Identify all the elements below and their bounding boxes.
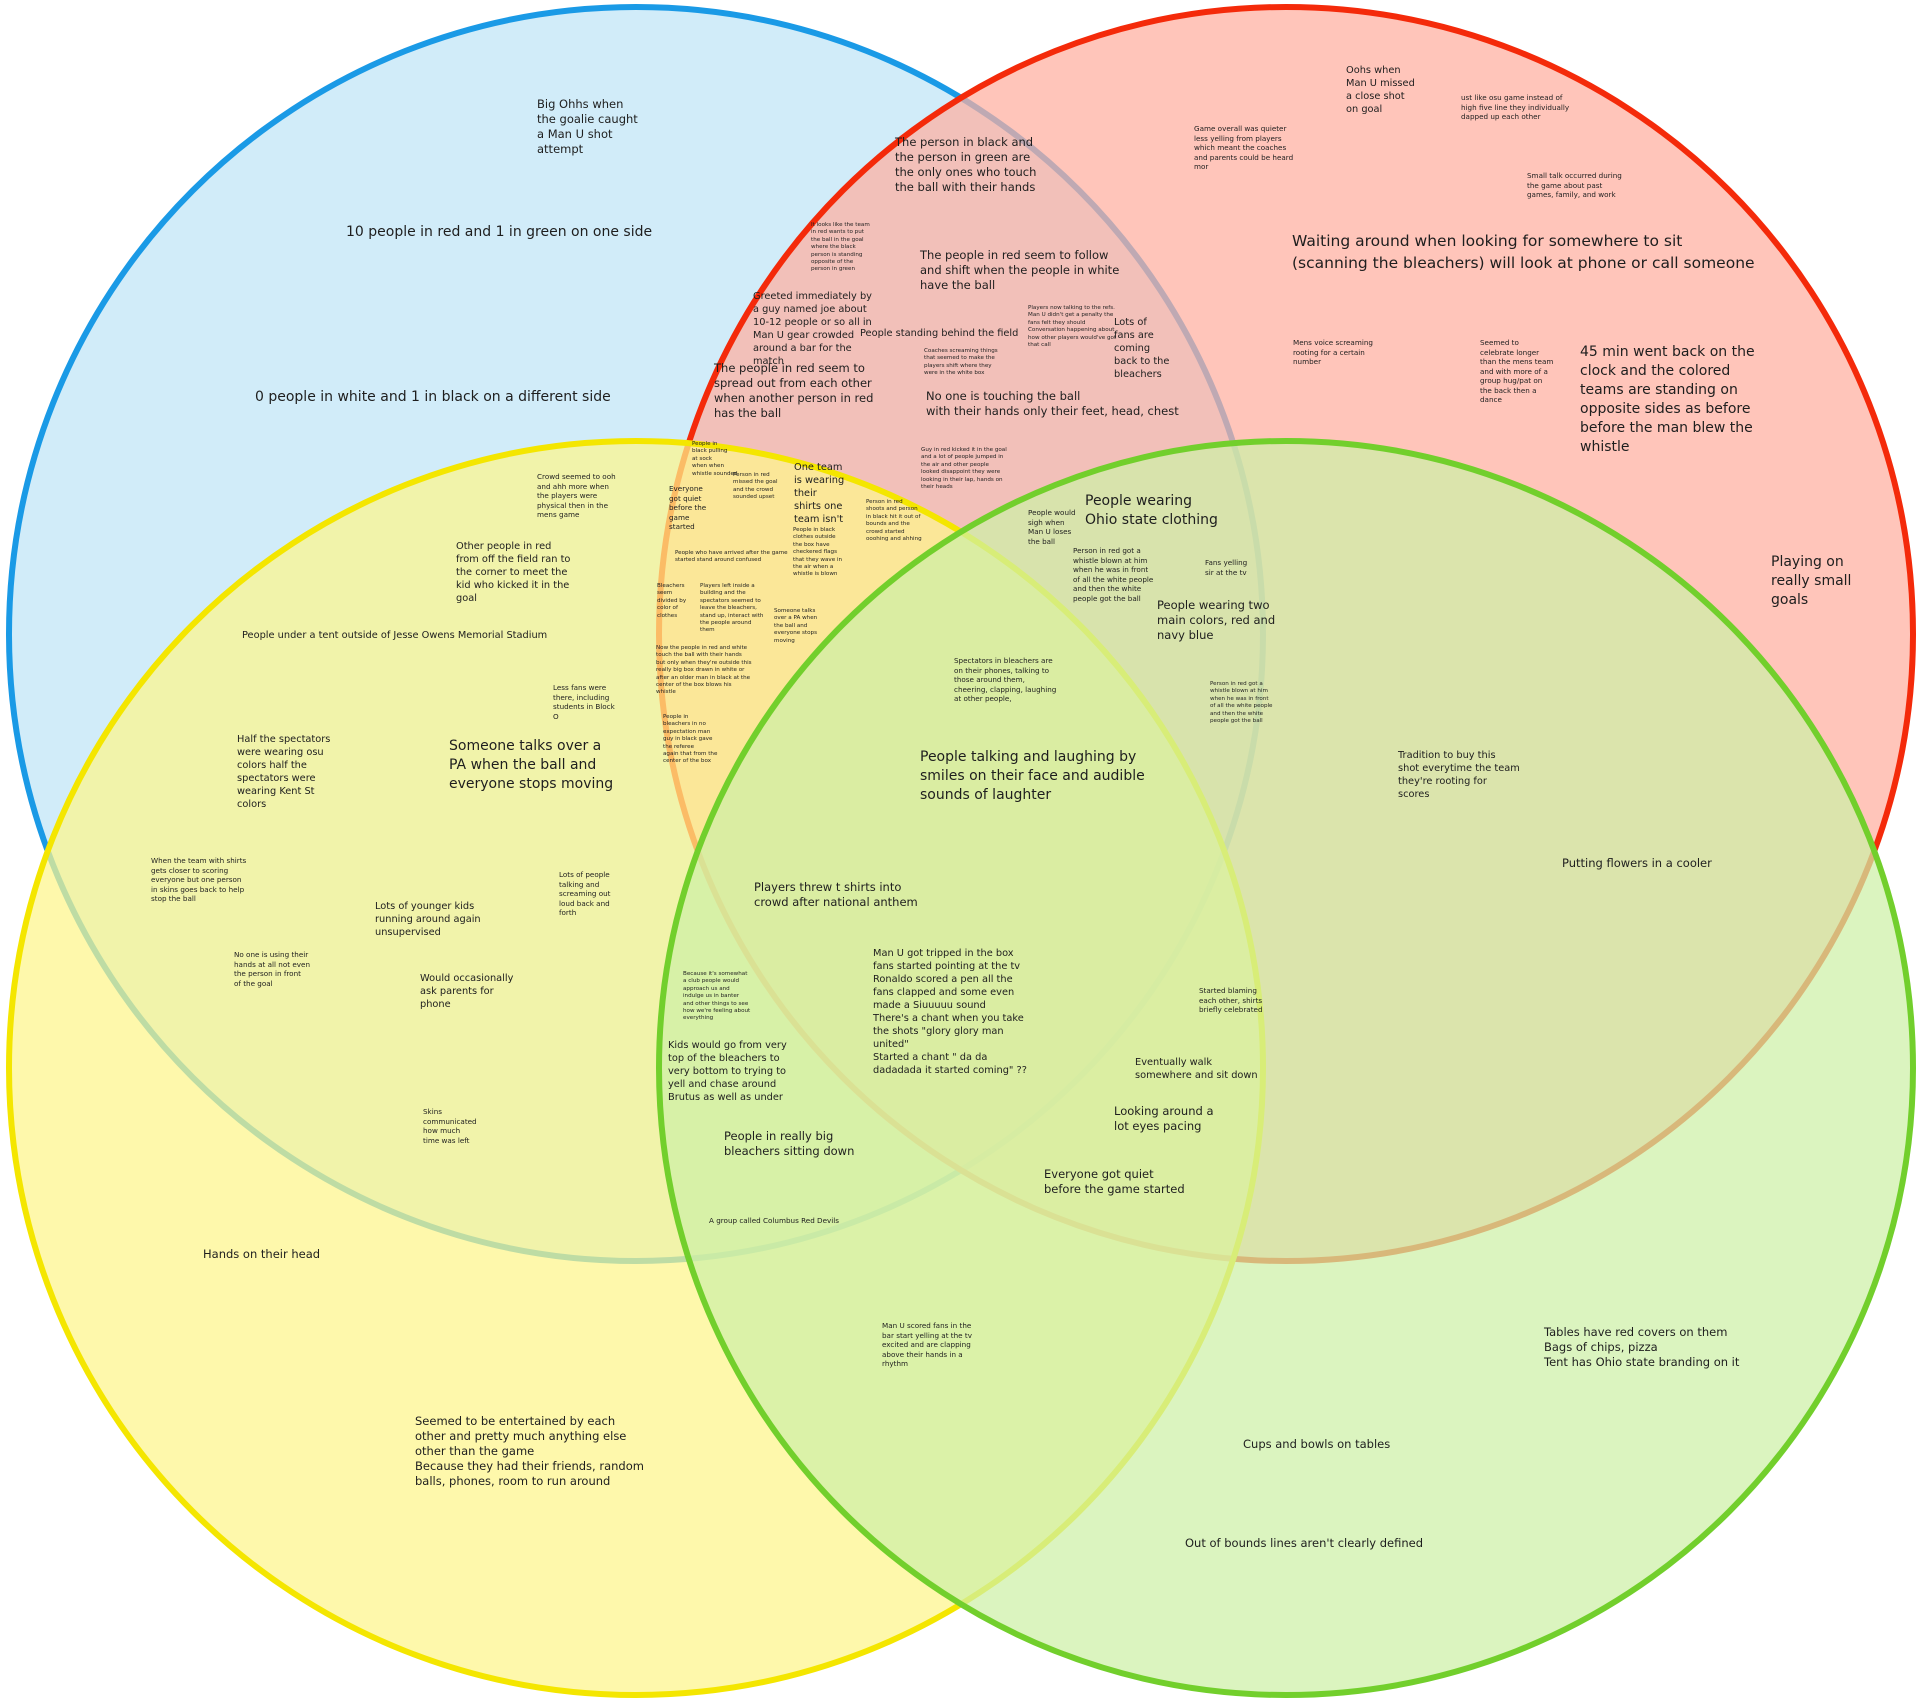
note-coaches-screaming: Coaches screaming things that seemed to …: [924, 348, 998, 377]
note-everyone-quiet-small: Everyone got quiet before the game start…: [669, 484, 707, 531]
note-ask-parents-phone: Would occasionally ask parents for phone: [420, 973, 514, 1010]
note-talking-laughing: People talking and laughing by smiles on…: [920, 749, 1145, 803]
note-players-left-building: Players left inside a building and the s…: [700, 583, 764, 634]
note-team-with-shirts: When the team with shirts gets closer to…: [151, 856, 247, 903]
note-less-fans: Less fans were there, including students…: [553, 683, 615, 721]
note-team-red-goal: It looks like the team in red wants to p…: [811, 222, 870, 273]
note-no-hands-feet-head: No one is touching the ball with their h…: [926, 389, 1179, 418]
note-checkered-flags: People in black clothes outside the box …: [793, 527, 843, 578]
note-pa-small: Someone talks over a PA when the ball an…: [774, 608, 818, 644]
note-lots-of-people-talking: Lots of people talking and screaming out…: [559, 870, 611, 917]
note-columbus-red-devils: A group called Columbus Red Devils: [709, 1216, 839, 1225]
note-big-ohhs: Big Ohhs when the goalie caught a Man U …: [537, 97, 638, 156]
note-players-refs: Players now talking to the refs. Man U d…: [1028, 305, 1117, 349]
note-flowers-cooler: Putting flowers in a cooler: [1562, 856, 1712, 870]
note-red-covers-tables: Tables have red covers on them Bags of c…: [1544, 1325, 1740, 1369]
note-arrived-confused: People who have arrived after the game s…: [675, 550, 788, 564]
note-pa-ball-stops: Someone talks over a PA when the ball an…: [449, 738, 614, 792]
note-whistle-blown-white: Person in red got a whistle blown at him…: [1073, 546, 1154, 603]
note-black-pulling-sock: People in black pulling at sock when whe…: [692, 441, 738, 477]
note-small-talk: Small talk occurred during the game abou…: [1527, 171, 1622, 199]
note-team-shirts: One team is wearing their shirts one tea…: [794, 462, 845, 525]
note-crowd-ooh-ahh: Crowd seemed to ooh and ahh more when th…: [537, 472, 616, 519]
note-10-people-red: 10 people in red and 1 in green on one s…: [346, 224, 653, 240]
note-fans-yelling-sir: Fans yelling sir at the tv: [1205, 558, 1248, 577]
note-standing-behind-field: People standing behind the field: [860, 328, 1019, 339]
note-other-people-red: Other people in red from off the field r…: [456, 541, 571, 604]
note-celebrate-longer: Seemed to celebrate longer than the mens…: [1480, 338, 1554, 404]
note-black-green-hands: The person in black and the person in gr…: [895, 135, 1037, 194]
note-red-missed-goal: Person in red missed the goal and the cr…: [733, 472, 778, 501]
note-red-white-hands-box: Now the people in red and white touch th…: [656, 645, 752, 696]
note-mens-voice: Mens voice screaming rooting for a certa…: [1293, 338, 1373, 366]
note-0-people-white: 0 people in white and 1 in black on a di…: [255, 389, 611, 405]
note-waiting-around: Waiting around when looking for somewher…: [1292, 232, 1755, 272]
note-walk-sit-down: Eventually walk somewhere and sit down: [1135, 1057, 1258, 1081]
note-no-hands-goal: No one is using their hands at all not e…: [234, 950, 311, 988]
note-red-follow-white: The people in red seem to follow and shi…: [920, 248, 1120, 292]
note-cups-bowls: Cups and bowls on tables: [1243, 1437, 1391, 1451]
note-small-goals: Playing on really small goals: [1771, 554, 1852, 608]
note-osu-dapped-up: ust like osu game instead of high five l…: [1461, 93, 1570, 121]
note-bleachers-divided: Bleachers seem divided by color of cloth…: [657, 583, 687, 619]
note-tent-jesse-owens: People under a tent outside of Jesse Owe…: [242, 630, 548, 641]
note-red-spread-out: The people in red seem to spread out fro…: [714, 361, 874, 420]
note-entertained: Seemed to be entertained by each other a…: [415, 1414, 644, 1488]
note-red-shoots: Person in red shoots and person in black…: [866, 499, 922, 543]
note-man-u-scored: Man U scored fans in the bar start yelli…: [882, 1321, 972, 1368]
note-game-quieter: Game overall was quieter less yelling fr…: [1194, 124, 1294, 171]
note-big-bleachers-sitting: People in really big bleachers sitting d…: [724, 1129, 855, 1158]
note-half-spectators: Half the spectators were wearing osu col…: [237, 734, 331, 810]
note-greeted-joe: Greeted immediately by a guy named joe a…: [753, 291, 872, 367]
note-whistle-blown-small: Person in red got a whistle blown at him…: [1210, 681, 1273, 725]
note-t-shirts-crowd: Players threw t shirts into crowd after …: [754, 880, 918, 909]
note-oohs-man-u-missed: Oohs when Man U missed a close shot on g…: [1346, 65, 1415, 115]
note-spectators-phones: Spectators in bleachers are on their pho…: [954, 656, 1057, 703]
note-man-u-tripped: Man U got tripped in the box fans starte…: [873, 948, 1027, 1076]
note-bleachers-expectation: People in bleachers in no expectation ma…: [663, 714, 718, 765]
note-younger-kids: Lots of younger kids running around agai…: [375, 901, 481, 938]
green-circle: [656, 438, 1916, 1698]
note-sigh-man-u: People would sigh when Man U loses the b…: [1028, 508, 1076, 546]
note-guy-red-kicked: Guy in red kicked it in the goal and a l…: [921, 447, 1007, 491]
note-lots-of-fans-back: Lots of fans are coming back to the blea…: [1114, 317, 1170, 380]
note-everyone-quiet-large: Everyone got quiet before the game start…: [1044, 1167, 1185, 1196]
note-club-banter: Because it's somewhat a club people woul…: [683, 971, 751, 1022]
note-two-main-colors: People wearing two main colors, red and …: [1157, 598, 1276, 642]
note-skins-time-left: Skins communicated how much time was lef…: [423, 1107, 477, 1145]
note-hands-on-head: Hands on their head: [203, 1247, 321, 1261]
note-eyes-pacing: Looking around a lot eyes pacing: [1114, 1104, 1214, 1133]
note-kids-bleachers-brutus: Kids would go from very top of the bleac…: [668, 1040, 787, 1103]
note-started-blaming: Started blaming each other, shirts brief…: [1199, 986, 1263, 1014]
note-45-min: 45 min went back on the clock and the co…: [1580, 344, 1755, 455]
note-out-of-bounds: Out of bounds lines aren't clearly defin…: [1185, 1536, 1424, 1550]
note-tradition-shot: Tradition to buy this shot everytime the…: [1398, 750, 1520, 800]
note-ohio-state-clothing: People wearing Ohio state clothing: [1085, 493, 1218, 528]
